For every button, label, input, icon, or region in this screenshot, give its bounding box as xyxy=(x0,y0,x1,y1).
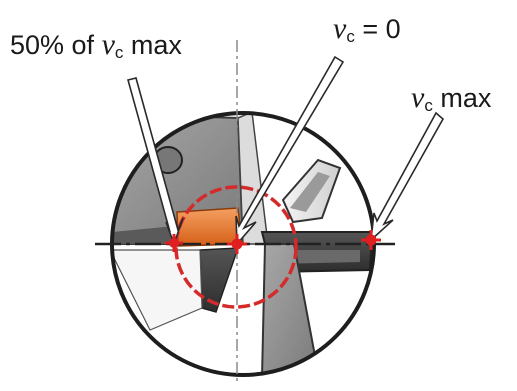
speed-markers xyxy=(165,230,381,254)
peripheral-insert-rake xyxy=(290,172,330,212)
label-zero-speed: vc = 0 xyxy=(333,12,401,46)
arrow-zero-speed xyxy=(235,55,345,247)
label-zero-subscript: c xyxy=(346,27,355,46)
center-insert-highlight xyxy=(176,207,243,247)
arrow-half-speed xyxy=(127,77,184,247)
marker-max-speed xyxy=(361,230,381,250)
arrow-max-speed xyxy=(369,111,445,243)
callout-arrows xyxy=(127,55,445,247)
label-zero-symbol: v xyxy=(333,12,347,45)
marker-half-speed xyxy=(165,234,183,252)
label-max-suffix: max xyxy=(432,83,492,113)
center-zone-circle xyxy=(174,185,298,309)
label-max-symbol: v xyxy=(411,81,425,114)
label-max-subscript: c xyxy=(424,96,433,115)
label-half-max-speed: 50% of vc max xyxy=(10,28,182,62)
left-sliver xyxy=(112,226,175,244)
label-zero-suffix: = 0 xyxy=(354,14,401,44)
label-half-subscript: c xyxy=(114,43,124,62)
label-half-symbol: v xyxy=(101,28,115,61)
label-max-speed: vc max xyxy=(411,81,492,115)
label-half-suffix: max xyxy=(123,30,182,60)
marker-zero-speed xyxy=(227,234,247,254)
label-half-prefix: 50% of xyxy=(10,30,102,60)
